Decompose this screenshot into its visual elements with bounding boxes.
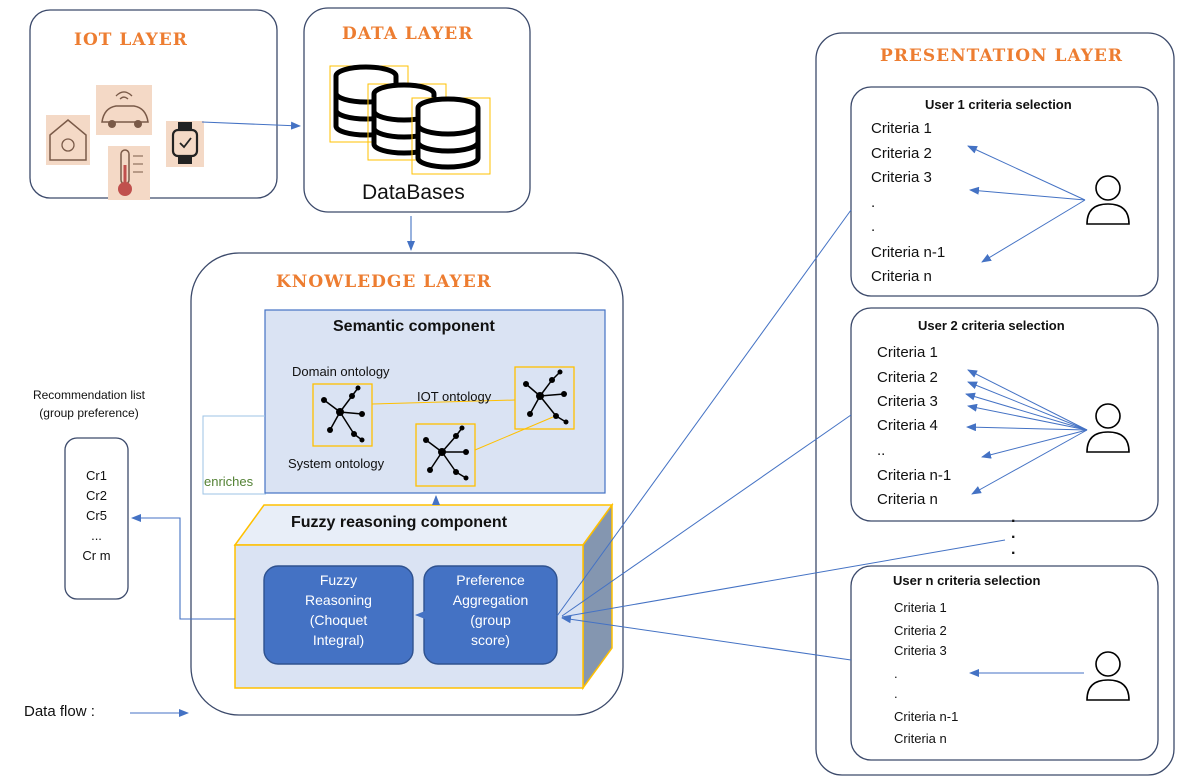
smartwatch-icon bbox=[166, 121, 204, 167]
fuzzy-reasoning-box bbox=[263, 565, 414, 665]
ellipsis-dot: · bbox=[1011, 529, 1017, 546]
user2-criteria-item: Criteria 4 bbox=[877, 417, 938, 434]
user2-criteria-item: Criteria n-1 bbox=[877, 467, 952, 484]
fuzzy-reasoning-label: Fuzzy Reasoning (Choquet Integral) bbox=[264, 570, 413, 650]
user2-criteria-item: .. bbox=[877, 442, 886, 459]
user1-criteria-item: Criteria 2 bbox=[871, 145, 932, 162]
user2-criteria-item: Criteria 2 bbox=[877, 369, 938, 386]
user1-criteria-arrows bbox=[967, 145, 1086, 263]
user2-criteria-item: Criteria 3 bbox=[877, 393, 938, 410]
user1-criteria-item: Criteria n-1 bbox=[871, 244, 946, 261]
user2-criteria-arrows bbox=[965, 369, 1088, 495]
databases-label: DataBases bbox=[362, 181, 465, 204]
users-ellipsis: · · · bbox=[1011, 514, 1016, 562]
user2-to-aggregation bbox=[561, 414, 852, 617]
preference-aggregation-label: Preference Aggregation (group score) bbox=[424, 570, 557, 650]
fuzzy-component-title: Fuzzy reasoning component bbox=[291, 514, 508, 531]
user1-criteria-item: . bbox=[871, 194, 876, 211]
usern-criteria-item: Criteria n-1 bbox=[894, 709, 959, 724]
usern-to-aggregation-arrow bbox=[561, 615, 852, 661]
fuzzy-reasoning-line: Integral) bbox=[312, 632, 365, 648]
smart-home-icon bbox=[46, 115, 90, 165]
aggregation-line: Aggregation bbox=[452, 592, 529, 608]
enriches-connector bbox=[202, 415, 266, 495]
enriches-label: enriches bbox=[204, 474, 254, 489]
database-icon-3 bbox=[411, 96, 491, 175]
aggregation-line: (group bbox=[470, 612, 511, 628]
usern-criteria-item: . bbox=[894, 666, 898, 681]
connected-car-icon bbox=[96, 85, 152, 135]
user1-person-icon bbox=[1086, 175, 1130, 225]
ellipsis-dot: · bbox=[1011, 545, 1017, 562]
user2-person-icon bbox=[1086, 403, 1130, 453]
knowledge-layer-title: KNOWLEDGE LAYER bbox=[276, 272, 492, 292]
usern-criteria-item: Criteria 1 bbox=[894, 600, 947, 615]
domain-ontology-graph-icon bbox=[312, 383, 373, 447]
iot-ontology-graph-icon bbox=[514, 366, 575, 430]
user1-criteria-item: Criteria 1 bbox=[871, 120, 932, 137]
user1-to-aggregation bbox=[556, 209, 852, 617]
data-flow-legend-label: Data flow : bbox=[24, 703, 95, 720]
usern-criteria-item: Criteria 2 bbox=[894, 623, 947, 638]
ellipsis-dot: · bbox=[1011, 513, 1017, 530]
user1-criteria-item: Criteria n bbox=[871, 268, 932, 285]
recommendation-list: Cr1 Cr2 Cr5 ... Cr m bbox=[65, 466, 128, 566]
aggregation-line: score) bbox=[471, 632, 510, 648]
usern-criteria-item: . bbox=[894, 686, 898, 701]
presentation-layer-title: PRESENTATION LAYER bbox=[880, 46, 1124, 66]
data-layer-title: DATA LAYER bbox=[342, 24, 474, 44]
system-ontology-graph-icon bbox=[415, 423, 476, 487]
user2-criteria-item: Criteria n bbox=[877, 491, 938, 508]
domain-ontology-label: Domain ontology bbox=[292, 364, 390, 379]
user2-title: User 2 criteria selection bbox=[918, 318, 1065, 333]
ellipsis-to-aggregation bbox=[561, 539, 1006, 618]
usern-criteria-item: Criteria 3 bbox=[894, 643, 947, 658]
list-item: Cr1 bbox=[86, 468, 107, 483]
list-item: Cr5 bbox=[86, 508, 107, 523]
usern-criteria-item: Criteria n bbox=[894, 731, 947, 746]
user2-box bbox=[850, 307, 1159, 522]
user2-criteria-item: Criteria 1 bbox=[877, 344, 938, 361]
user1-criteria-item: Criteria 3 bbox=[871, 169, 932, 186]
fuzzy-to-recommendation-arrow bbox=[131, 514, 235, 620]
fuzzy-reasoning-line: Fuzzy bbox=[319, 572, 358, 588]
recommendation-title-line: Recommendation list bbox=[32, 388, 146, 402]
thermometer-icon bbox=[108, 146, 150, 200]
recommendation-title: Recommendation list (group preference) bbox=[6, 386, 172, 422]
usern-box bbox=[850, 565, 1159, 761]
system-ontology-label: System ontology bbox=[288, 456, 385, 471]
recommendation-box bbox=[64, 437, 129, 600]
list-item: ... bbox=[91, 528, 102, 543]
semantic-component-title: Semantic component bbox=[333, 318, 495, 335]
aggregation-line: Preference bbox=[456, 572, 525, 588]
fuzzy-reasoning-line: Reasoning bbox=[305, 592, 372, 608]
iot-to-data-arrow bbox=[201, 121, 301, 130]
fuzzy-reasoning-line: (Choquet bbox=[309, 612, 368, 628]
usern-person-icon bbox=[1086, 651, 1130, 701]
iot-layer-box bbox=[29, 9, 278, 199]
user1-box bbox=[850, 86, 1159, 297]
user1-criteria-item: . bbox=[871, 218, 876, 235]
usern-title: User n criteria selection bbox=[893, 573, 1041, 588]
iot-layer-title: IOT LAYER bbox=[74, 30, 188, 50]
list-item: Cr m bbox=[82, 548, 111, 563]
user1-title: User 1 criteria selection bbox=[925, 97, 1072, 112]
recommendation-title-line: (group preference) bbox=[39, 406, 139, 420]
list-item: Cr2 bbox=[86, 488, 107, 503]
iot-ontology-label: IOT ontology bbox=[417, 389, 492, 404]
